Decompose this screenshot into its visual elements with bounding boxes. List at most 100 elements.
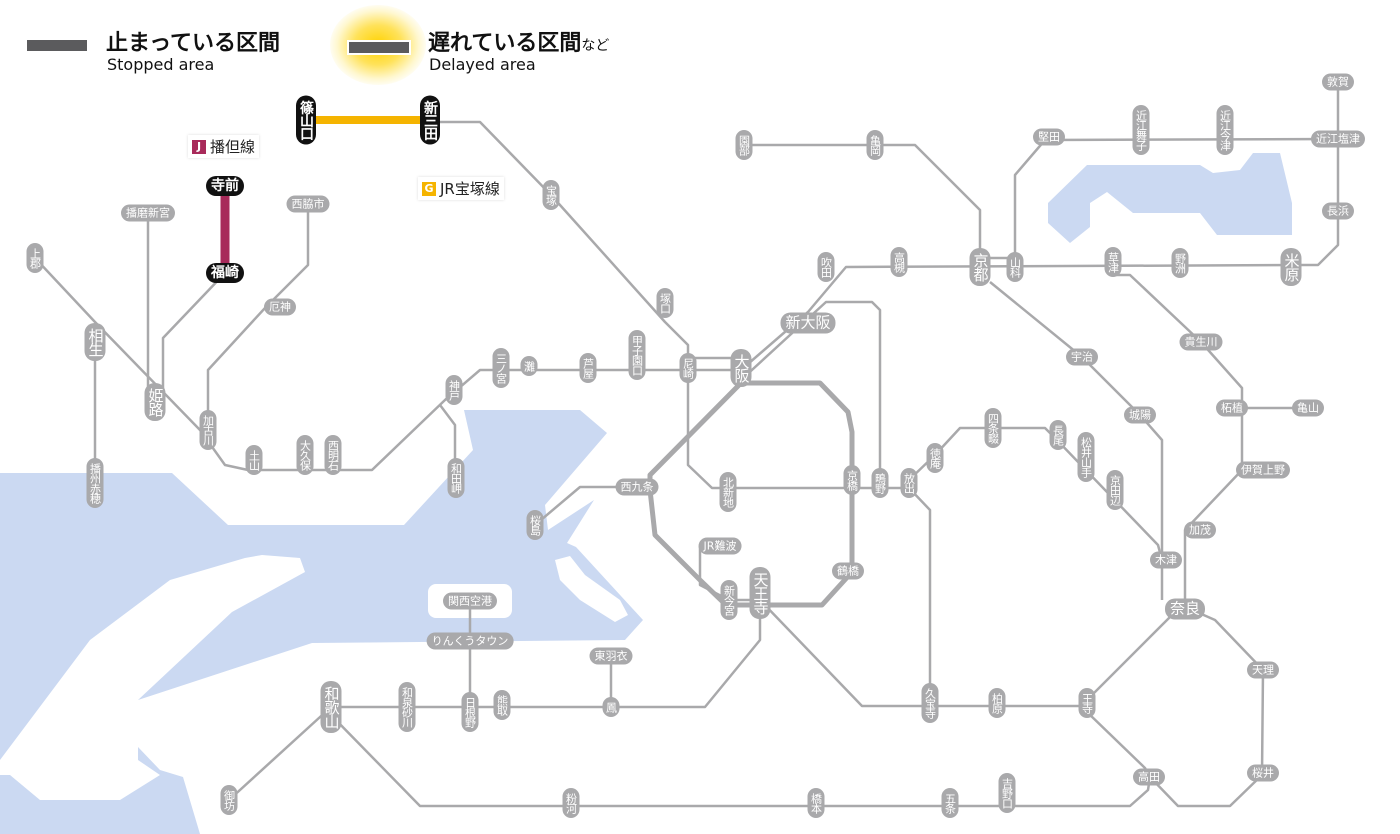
station-takada[interactable]: 高田 <box>1133 768 1165 786</box>
station-omimaiko[interactable]: 近江舞子 <box>1132 105 1150 155</box>
station-aioi[interactable]: 相生 <box>84 323 106 361</box>
station-tennoji[interactable]: 天王寺 <box>749 567 771 619</box>
station-igaueno[interactable]: 伊賀上野 <box>1236 461 1290 479</box>
station-shigino[interactable]: 鴫野 <box>871 468 889 498</box>
station-kusatsu[interactable]: 草津 <box>1104 247 1122 277</box>
station-dozan[interactable]: 土山 <box>245 445 263 475</box>
station-banshuako[interactable]: 播州赤穂 <box>86 458 104 508</box>
station-hashimoto[interactable]: 橋本 <box>807 788 825 818</box>
station-jrnamba[interactable]: JR難波 <box>698 537 742 555</box>
station-rinkutown[interactable]: りんくうタウン <box>426 632 514 650</box>
station-sasayamaguchi[interactable]: 篠山口 <box>296 95 316 145</box>
station-nishiakashi[interactable]: 西明石 <box>324 435 342 475</box>
station-koshienguchi[interactable]: 甲子園口 <box>628 330 646 380</box>
station-shinsanda[interactable]: 新三田 <box>420 95 440 145</box>
station-higashihagoromo[interactable]: 東羽衣 <box>589 647 633 665</box>
station-gojo[interactable]: 五条 <box>941 788 959 818</box>
station-omiimazu[interactable]: 近江今津 <box>1216 105 1234 155</box>
station-tokuan[interactable]: 徳庵 <box>926 443 944 473</box>
station-shinosaka[interactable]: 新大阪 <box>780 312 836 334</box>
line-wakayama[interactable] <box>330 714 1152 808</box>
station-tsuruhashi[interactable]: 鶴橋 <box>832 562 864 580</box>
station-tsuge[interactable]: 柘植 <box>1216 399 1248 417</box>
station-amagasaki[interactable]: 尼崎 <box>679 353 697 383</box>
station-kameyama[interactable]: 亀山 <box>1292 399 1324 417</box>
line-oji-takada[interactable] <box>1086 711 1152 778</box>
station-nishikujo[interactable]: 西九条 <box>615 478 659 496</box>
line-bantan-south[interactable] <box>161 272 226 390</box>
station-nara[interactable]: 奈良 <box>1164 598 1206 620</box>
station-yamashina[interactable]: 山科 <box>1006 252 1024 282</box>
station-kyotanabe[interactable]: 京田辺 <box>1106 470 1124 510</box>
station-tenri[interactable]: 天理 <box>1247 661 1279 679</box>
station-kitashinchi[interactable]: 北新地 <box>719 472 737 512</box>
station-kizu[interactable]: 木津 <box>1150 551 1182 569</box>
line-yamatoji[interactable] <box>759 599 1087 708</box>
station-katata[interactable]: 堅田 <box>1033 128 1065 146</box>
line-badge-bantan[interactable]: J 播但線 <box>188 135 260 158</box>
station-sakurai[interactable]: 桜井 <box>1247 764 1279 782</box>
station-kibukawa[interactable]: 貴生川 <box>1179 333 1223 351</box>
station-kokawa[interactable]: 粉河 <box>562 788 580 818</box>
line-takarazuka[interactable] <box>430 120 690 368</box>
station-hanaten[interactable]: 放出 <box>900 468 918 498</box>
line-gakkentoshi[interactable] <box>908 426 1164 561</box>
station-shinimamiya[interactable]: 新今宮 <box>720 580 738 620</box>
line-sakurai[interactable] <box>1149 607 1265 808</box>
station-kyobashi[interactable]: 京橋 <box>843 465 861 495</box>
station-kamo[interactable]: 加茂 <box>1184 521 1216 539</box>
station-joyo[interactable]: 城陽 <box>1124 406 1156 424</box>
station-uji[interactable]: 宇治 <box>1066 348 1098 366</box>
station-nagahama[interactable]: 長浜 <box>1322 202 1354 220</box>
station-wadamisaki[interactable]: 和田岬 <box>447 458 465 498</box>
station-kakogawa[interactable]: 加古川 <box>199 410 217 450</box>
station-osaka[interactable]: 大阪 <box>730 349 752 387</box>
station-sannomiya[interactable]: 三ノ宮 <box>492 348 510 388</box>
station-kamigori[interactable]: 上郡 <box>26 243 44 273</box>
line-kisei[interactable] <box>228 706 332 801</box>
station-izumisunagawa[interactable]: 和泉砂川 <box>398 682 416 732</box>
line-sagano[interactable] <box>744 143 982 267</box>
station-kashiwara[interactable]: 柏原 <box>988 688 1006 718</box>
station-tsukaguchi[interactable]: 塚口 <box>656 288 674 318</box>
station-fukusaki[interactable]: 福崎 <box>206 263 244 283</box>
station-shijonawate[interactable]: 四条畷 <box>984 408 1002 448</box>
station-harimashingu[interactable]: 播磨新宮 <box>121 204 175 222</box>
line-kosei[interactable] <box>1013 137 1339 267</box>
station-omishiotsu[interactable]: 近江塩津 <box>1311 130 1365 148</box>
station-nada[interactable]: 灘 <box>520 356 538 376</box>
station-gobo[interactable]: 御坊 <box>220 785 238 815</box>
station-wakayama[interactable]: 和歌山 <box>320 681 342 733</box>
line-osaka-higashi-south[interactable] <box>908 487 932 700</box>
station-sakurajima[interactable]: 桜島 <box>526 510 544 540</box>
station-nagao[interactable]: 長尾 <box>1049 420 1067 450</box>
line-nara[interactable] <box>989 281 1164 600</box>
station-kumatori[interactable]: 熊取 <box>493 690 511 720</box>
station-teramae[interactable]: 寺前 <box>206 176 244 196</box>
station-nishiwakishi[interactable]: 西脇市 <box>286 195 330 213</box>
station-kobe[interactable]: 神戸 <box>445 375 463 405</box>
station-yasu[interactable]: 野洲 <box>1171 248 1189 278</box>
station-ashiya[interactable]: 芦屋 <box>579 353 597 383</box>
line-kusatsu-kansai[interactable] <box>1113 273 1244 600</box>
station-takarazuka[interactable]: 宝塚 <box>542 180 560 210</box>
station-himeji[interactable]: 姫路 <box>144 383 166 421</box>
station-suita[interactable]: 吹田 <box>817 252 835 282</box>
station-maibara[interactable]: 米原 <box>1280 248 1302 286</box>
station-kyoto[interactable]: 京都 <box>969 248 991 286</box>
station-yoshinoguchi[interactable]: 吉野口 <box>998 773 1016 813</box>
station-hineno[interactable]: 日根野 <box>461 692 479 732</box>
station-kyuhoji[interactable]: 久宝寺 <box>921 683 939 723</box>
station-kameoka[interactable]: 亀岡 <box>866 130 884 160</box>
station-yakujin[interactable]: 厄神 <box>264 298 296 316</box>
station-matsuiyamate[interactable]: 松井山手 <box>1077 432 1095 482</box>
station-kansaiairport[interactable]: 関西空港 <box>443 592 497 610</box>
station-takatsuki[interactable]: 高槻 <box>890 247 908 277</box>
station-sonobe[interactable]: 園部 <box>735 130 753 160</box>
station-oji[interactable]: 王寺 <box>1078 688 1096 718</box>
line-tozai[interactable] <box>686 368 909 490</box>
line-oji-nara[interactable] <box>1086 614 1173 701</box>
station-okubo[interactable]: 大久保 <box>296 435 314 475</box>
station-otori[interactable]: 鳳 <box>602 697 620 717</box>
station-tsuruga[interactable]: 敦賀 <box>1322 73 1354 91</box>
